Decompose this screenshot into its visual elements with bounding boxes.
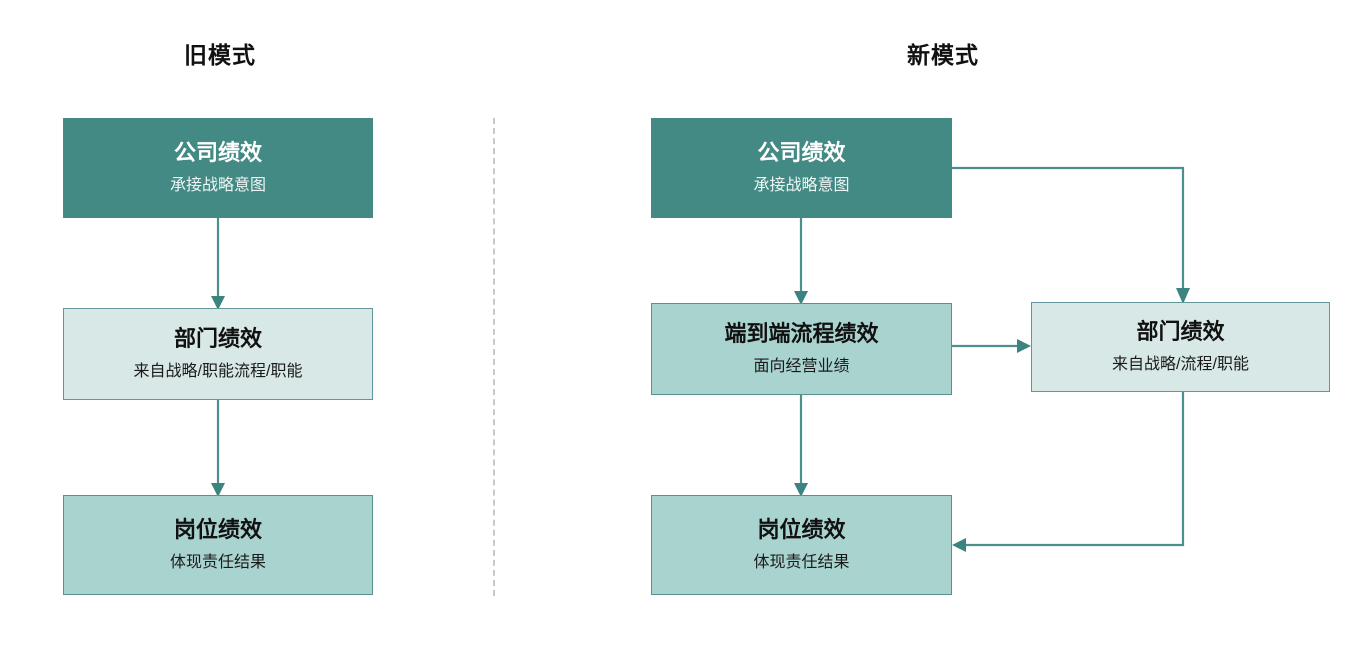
connector-old-company-to-dept — [211, 218, 225, 310]
node-new-company-performance[interactable]: 公司绩效 承接战略意图 — [651, 118, 952, 218]
connector-new-company-to-dept — [952, 166, 1190, 304]
node-subtitle: 面向经营业绩 — [753, 357, 850, 375]
node-new-end-to-end-process-performance[interactable]: 端到端流程绩效 面向经营业绩 — [651, 303, 952, 395]
node-title: 部门绩效 — [173, 326, 262, 352]
node-title: 部门绩效 — [1136, 319, 1225, 345]
node-new-role-performance[interactable]: 岗位绩效 体现责任结果 — [651, 495, 952, 595]
node-subtitle: 体现责任结果 — [753, 553, 850, 571]
node-subtitle: 承接战略意图 — [753, 176, 850, 194]
node-subtitle: 来自战略/流程/职能 — [1112, 355, 1249, 373]
node-old-role-performance[interactable]: 岗位绩效 体现责任结果 — [63, 495, 373, 595]
node-subtitle: 来自战略/职能流程/职能 — [133, 362, 303, 380]
connector-new-process-to-dept — [952, 339, 1031, 353]
connector-new-company-to-process — [794, 218, 808, 305]
connector-new-dept-to-role — [952, 392, 1185, 552]
connector-new-process-to-role — [794, 395, 808, 497]
node-new-department-performance[interactable]: 部门绩效 来自战略/流程/职能 — [1031, 302, 1330, 392]
node-title: 公司绩效 — [757, 140, 846, 166]
node-title: 公司绩效 — [173, 140, 262, 166]
node-old-department-performance[interactable]: 部门绩效 来自战略/职能流程/职能 — [63, 308, 373, 400]
node-subtitle: 体现责任结果 — [169, 553, 266, 571]
connector-old-dept-to-role — [211, 400, 225, 497]
panel-title-old-model: 旧模式 — [184, 42, 256, 68]
node-old-company-performance[interactable]: 公司绩效 承接战略意图 — [63, 118, 373, 218]
node-subtitle: 承接战略意图 — [169, 176, 266, 194]
node-title: 岗位绩效 — [173, 517, 262, 543]
panel-divider — [493, 118, 495, 596]
node-title: 岗位绩效 — [757, 517, 846, 543]
panel-title-new-model: 新模式 — [907, 42, 979, 68]
node-title: 端到端流程绩效 — [724, 321, 879, 347]
